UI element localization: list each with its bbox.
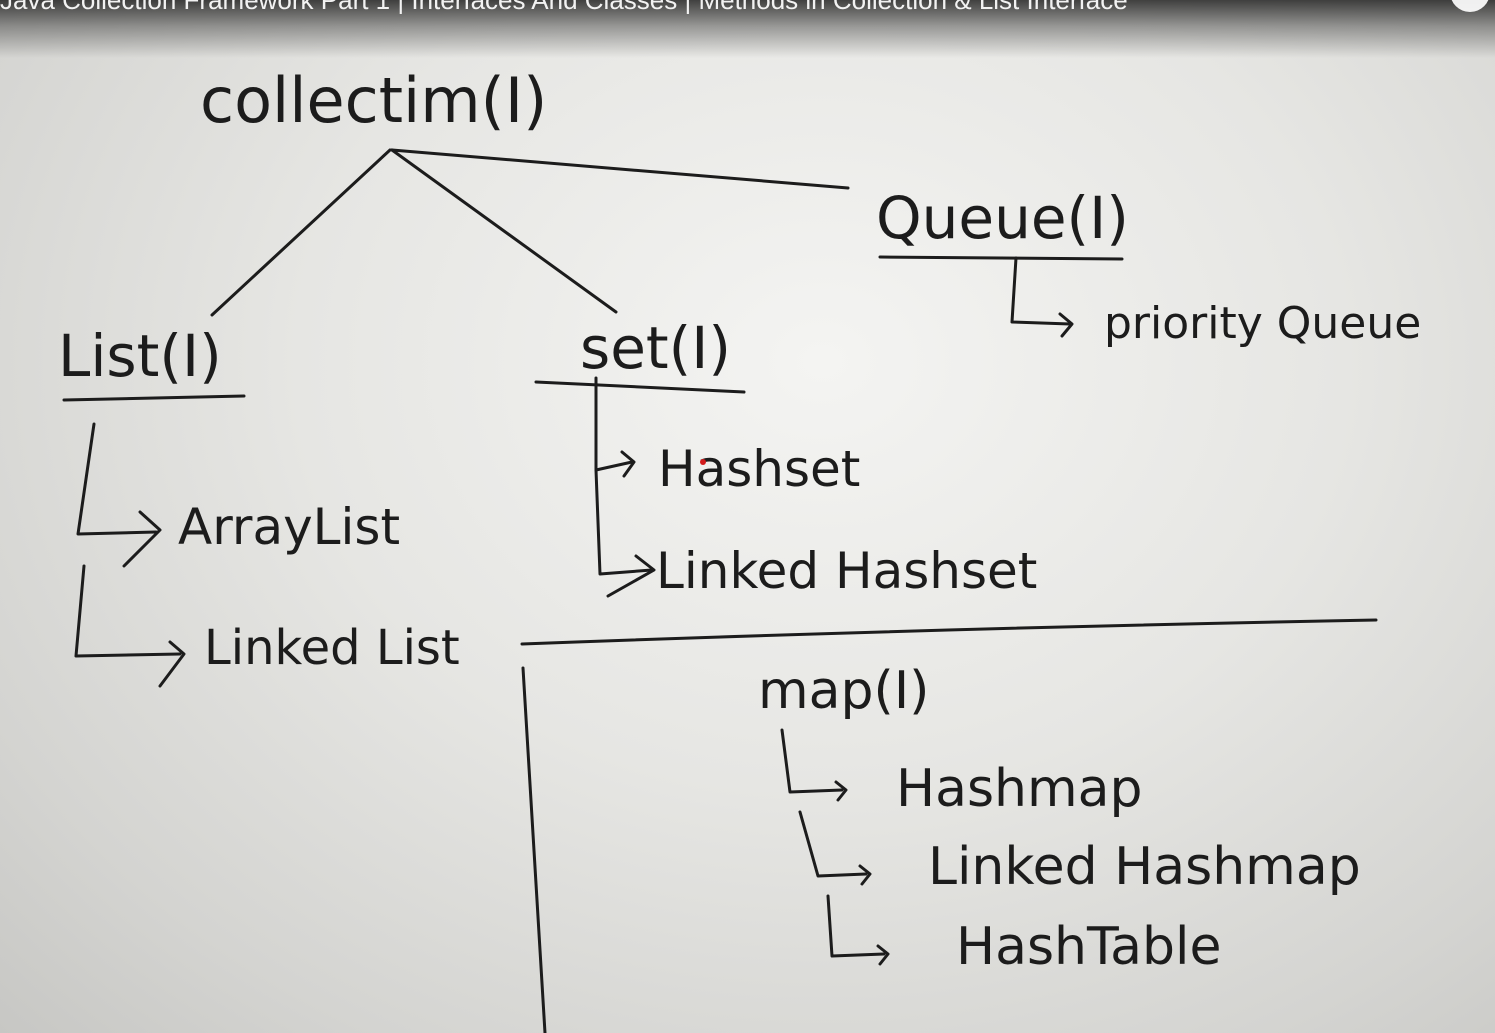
map-branch-line-2 xyxy=(798,810,868,878)
queue-label: Queue(I) xyxy=(876,184,1129,252)
list-arrow-head-2 xyxy=(158,640,186,688)
map-arrow-head-2 xyxy=(858,864,872,886)
map-child-label-3: HashTable xyxy=(956,917,1221,977)
map-left-border xyxy=(521,666,547,1033)
list-branch-line-1 xyxy=(76,422,158,536)
video-top-overlay: Java Collection Framework Part 1 | Inter… xyxy=(0,0,1495,58)
map-arrow-head-3 xyxy=(876,944,890,966)
queue-underline xyxy=(878,255,1124,261)
map-child-label-1: Hashmap xyxy=(896,759,1143,819)
queue-branch-line xyxy=(1010,256,1072,326)
root-to-list-edge xyxy=(210,148,392,317)
list-arrow-head-1 xyxy=(122,510,162,568)
set-child-label-2: Linked Hashset xyxy=(656,542,1037,600)
cursor-dot xyxy=(700,459,706,465)
video-title[interactable]: Java Collection Framework Part 1 | Inter… xyxy=(0,0,1440,14)
list-branch-line-2 xyxy=(74,564,182,658)
map-label: map(I) xyxy=(758,661,929,721)
more-options-button[interactable] xyxy=(1450,0,1490,12)
map-branch-line-3 xyxy=(826,894,886,958)
root-to-queue-edge xyxy=(390,148,850,190)
set-label: set(I) xyxy=(580,314,731,382)
set-arrow-head-1 xyxy=(620,450,636,478)
set-branch-line-2 xyxy=(594,468,654,576)
map-child-label-2: Linked Hashmap xyxy=(928,837,1361,897)
queue-arrow-head xyxy=(1058,312,1074,338)
set-underline xyxy=(534,380,746,394)
map-arrow-head-1 xyxy=(834,780,848,802)
set-arrow-head-2 xyxy=(606,554,656,598)
root-label: collectim(I) xyxy=(200,64,547,137)
map-branch-line-1 xyxy=(780,728,844,794)
set-child-label-1: Hashset xyxy=(658,440,860,498)
list-underline xyxy=(62,394,246,402)
map-divider-line xyxy=(520,618,1378,646)
root-to-set-edge xyxy=(390,148,618,314)
list-child-label-2: Linked List xyxy=(204,620,460,676)
list-child-label-1: ArrayList xyxy=(178,498,400,556)
list-label: List(I) xyxy=(58,322,222,390)
queue-child-label: priority Queue xyxy=(1104,298,1421,349)
